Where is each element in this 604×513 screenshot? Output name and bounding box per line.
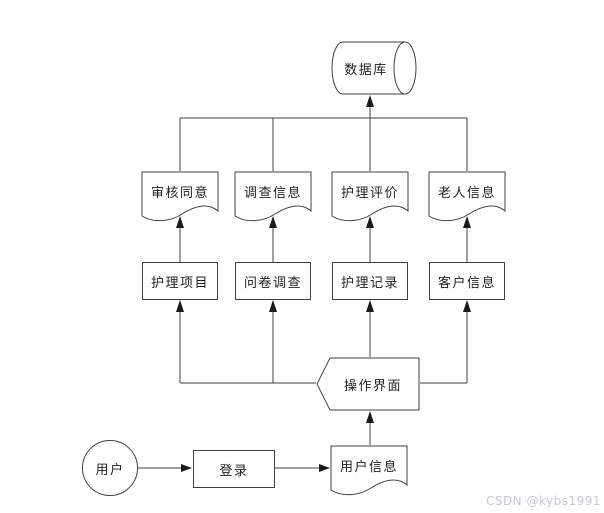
- care-record-label: 护理记录: [340, 275, 399, 291]
- document-shape: [330, 445, 408, 496]
- arrowhead-into-ui: [366, 411, 374, 423]
- doc-elder-info-label: 老人信息: [437, 186, 496, 201]
- user-info-node: 用户信息: [330, 445, 408, 497]
- questionnaire-label: 问卷调查: [243, 275, 302, 291]
- doc-elder-info-node: 老人信息: [428, 171, 506, 223]
- arrowhead-into-doc-care-eval: [366, 216, 374, 228]
- login-node: 登录: [193, 450, 275, 488]
- csdn-watermark: CSDN @kybs1991: [485, 494, 601, 508]
- edge-bus-to-database: [179, 107, 468, 171]
- questionnaire-node: 问卷调查: [235, 262, 311, 300]
- doc-audit-agree-label: 审核同意: [150, 186, 209, 201]
- document-shape: [428, 171, 506, 222]
- care-project-label: 护理项目: [150, 275, 209, 291]
- arrowhead-into-login: [181, 464, 192, 472]
- user-info-label: 用户信息: [339, 460, 398, 475]
- document-shape: [234, 171, 312, 222]
- operation-ui-node: 操作界面: [316, 357, 420, 411]
- care-record-node: 护理记录: [332, 262, 408, 300]
- edge-ui-rail: [179, 312, 468, 384]
- doc-care-eval-node: 护理评价: [331, 171, 409, 223]
- user-actor-label: 用户: [95, 462, 125, 478]
- care-project-node: 护理项目: [142, 262, 218, 300]
- arrowhead-into-care-record: [366, 300, 374, 312]
- customer-info-node: 客户信息: [429, 262, 505, 300]
- login-label: 登录: [219, 463, 249, 479]
- document-shape: [331, 171, 409, 222]
- operation-ui-label: 操作界面: [343, 378, 402, 394]
- arrowhead-into-userinfo: [319, 464, 330, 472]
- database-node: 数据库: [331, 41, 417, 95]
- arrowhead-into-care-project: [176, 300, 184, 312]
- arrowhead-into-doc-survey: [269, 216, 277, 228]
- edge-rects-to-docs: [179, 228, 468, 262]
- doc-survey-info-label: 调查信息: [243, 186, 302, 201]
- arrowhead-into-doc-elder: [463, 216, 471, 228]
- customer-info-label: 客户信息: [437, 275, 496, 291]
- display-shape: [316, 357, 420, 411]
- doc-audit-agree-node: 审核同意: [141, 171, 219, 223]
- arrowhead-into-doc-audit: [176, 216, 184, 228]
- arrowhead-into-database: [366, 95, 374, 107]
- doc-survey-info-node: 调查信息: [234, 171, 312, 223]
- document-shape: [141, 171, 219, 222]
- arrowhead-into-customer-info: [463, 300, 471, 312]
- doc-care-eval-label: 护理评价: [340, 186, 399, 201]
- arrowhead-into-questionnaire: [269, 300, 277, 312]
- user-actor-node: 用户: [82, 440, 138, 496]
- database-cylinder-shape: [331, 41, 417, 95]
- database-label: 数据库: [344, 62, 388, 78]
